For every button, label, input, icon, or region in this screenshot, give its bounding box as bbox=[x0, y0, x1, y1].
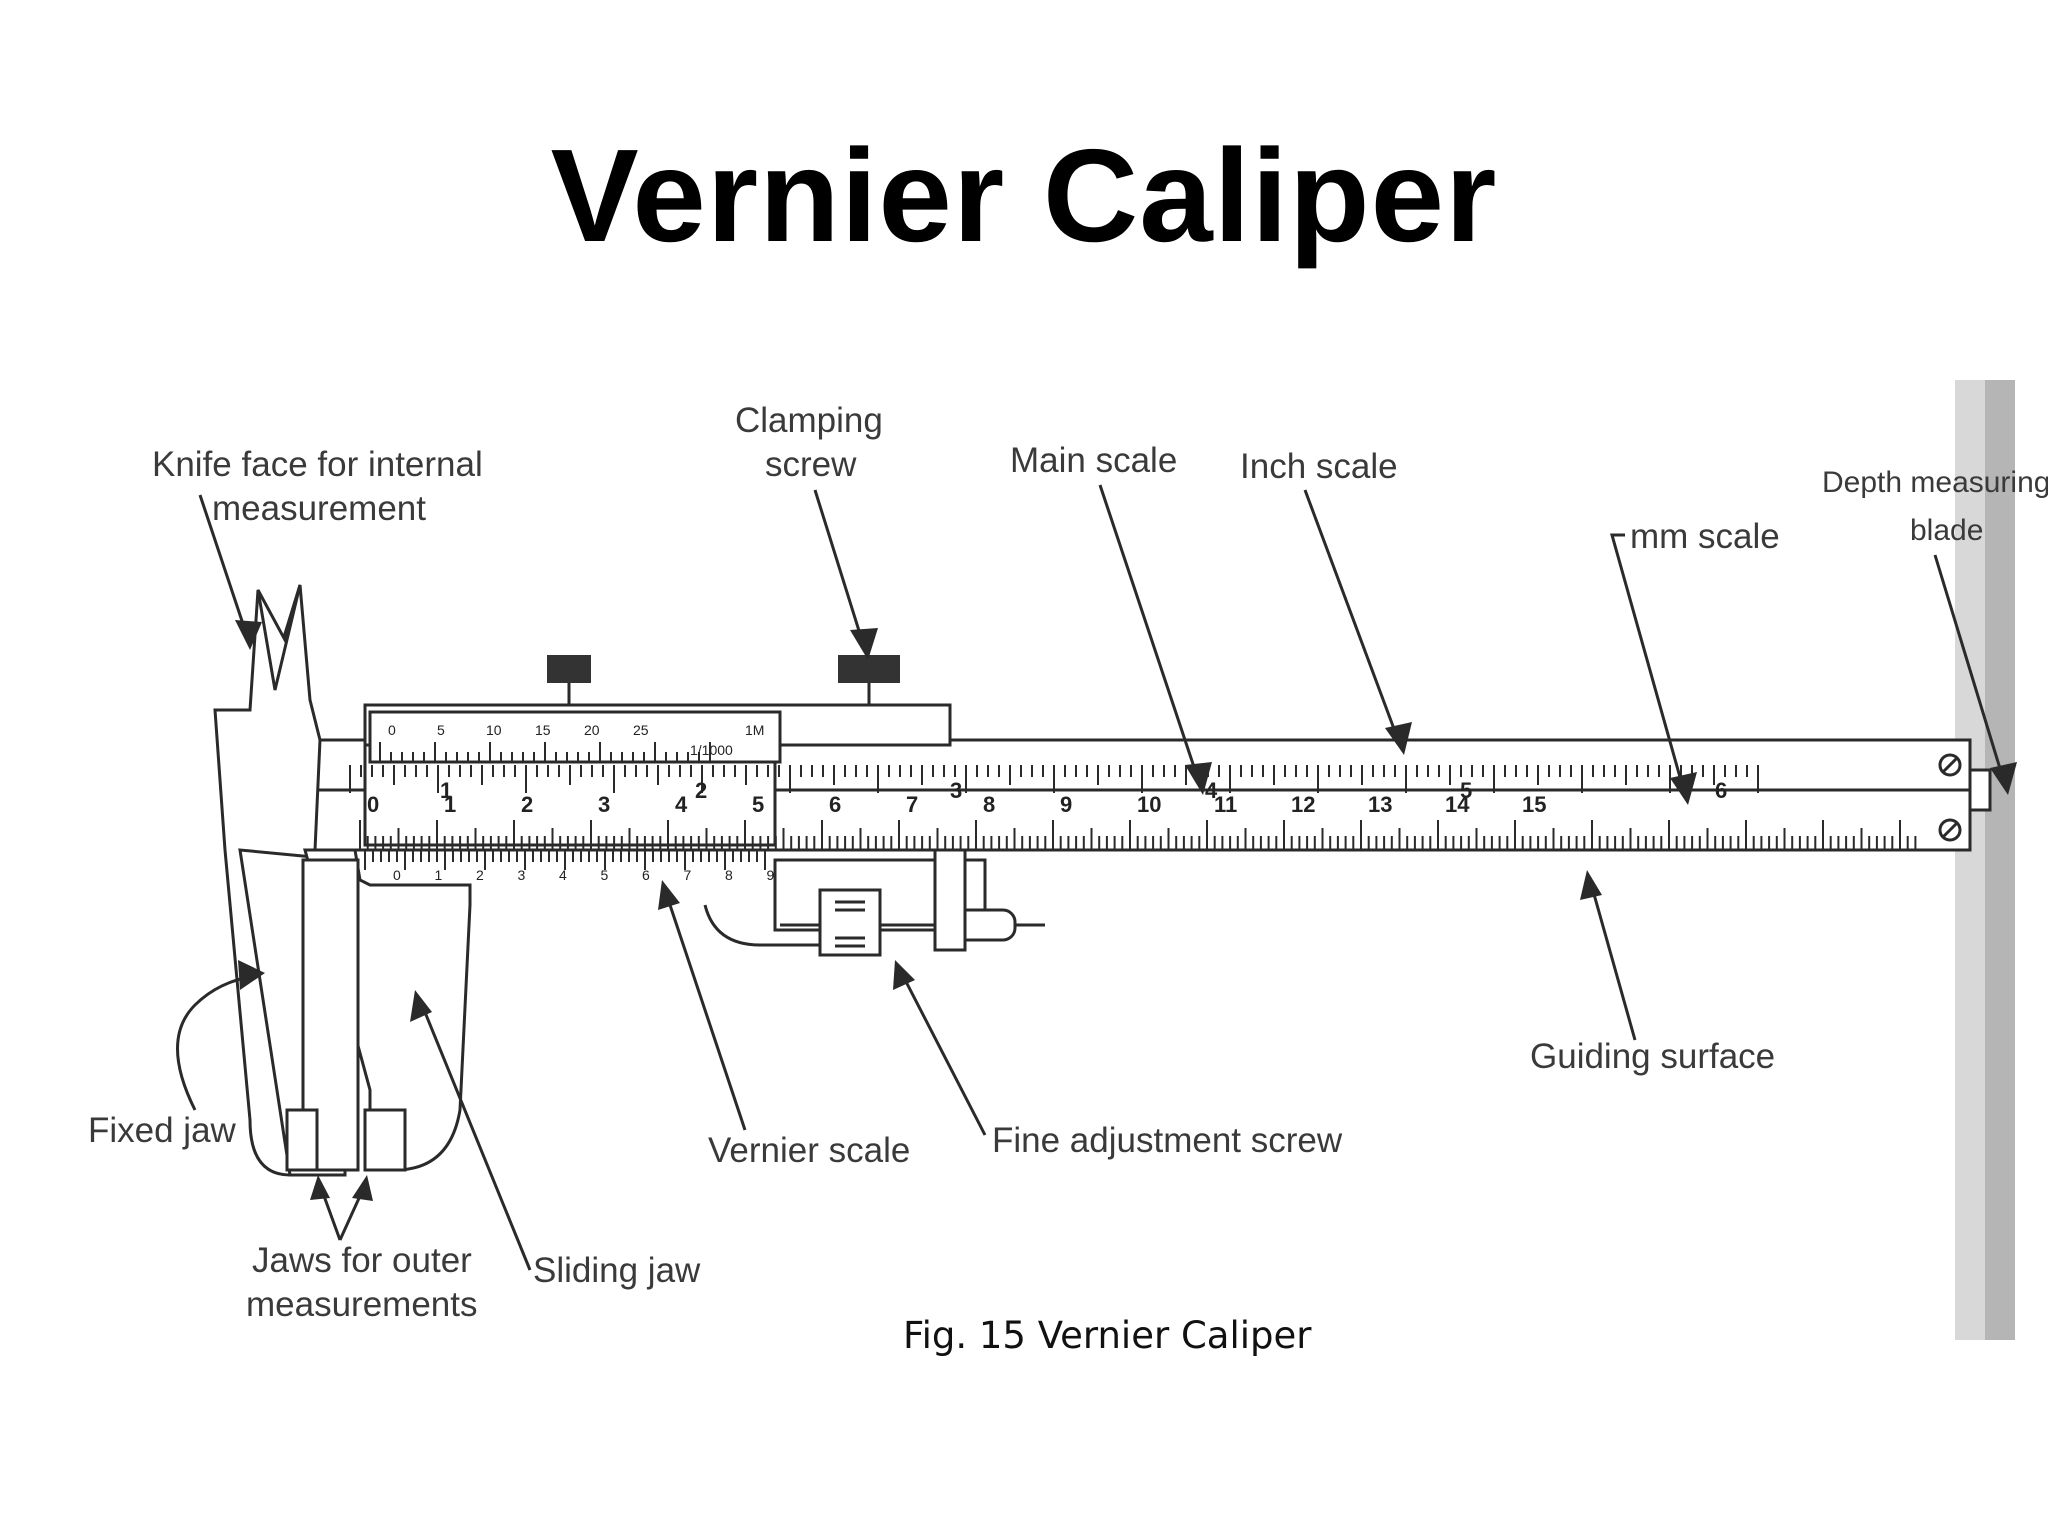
slide-title: Vernier Caliper bbox=[550, 122, 1498, 269]
mm-number-11: 11 bbox=[1214, 792, 1237, 817]
mm-number-12: 12 bbox=[1291, 792, 1315, 817]
inch-number-1: 2 bbox=[695, 778, 707, 803]
clamping-screw-left bbox=[547, 655, 591, 683]
scale-ticks bbox=[349, 742, 1917, 870]
upper-vernier-numbers: 0 5 10 15 20 25 bbox=[388, 722, 649, 738]
label-depth-blade: Depth measuring bbox=[1822, 466, 2048, 499]
label-main-scale: Main scale bbox=[1010, 441, 1177, 480]
mm-number-15: 15 bbox=[1522, 792, 1546, 817]
upper-vernier-number-0: 0 bbox=[388, 722, 396, 738]
lower-vernier-number-7: 7 bbox=[684, 867, 692, 883]
inch-number-5: 6 bbox=[1715, 778, 1727, 803]
upper-vernier-right: 1M bbox=[745, 722, 764, 738]
mm-number-6: 6 bbox=[829, 792, 841, 817]
mm-number-1: 1 bbox=[444, 792, 456, 817]
inch-number-0: 1 bbox=[440, 778, 452, 803]
label-knife-face-2: measurement bbox=[212, 489, 426, 528]
label-knife-face: Knife face for internal bbox=[152, 445, 483, 484]
label-clamping-2: screw bbox=[765, 445, 857, 484]
label-jaws-outer-2: measurements bbox=[246, 1285, 477, 1324]
mm-number-5: 5 bbox=[752, 792, 764, 817]
mm-number-4: 4 bbox=[675, 792, 688, 817]
lower-vernier-number-1: 1 bbox=[435, 867, 443, 883]
mm-number-14: 14 bbox=[1445, 792, 1470, 817]
inch-scale-numbers: 1 2 3 4 5 6 bbox=[440, 778, 1727, 803]
mm-number-9: 9 bbox=[1060, 792, 1072, 817]
lower-vernier-number-3: 3 bbox=[518, 867, 526, 883]
lower-vernier-number-9: 9 bbox=[767, 867, 775, 883]
lower-vernier-number-8: 8 bbox=[725, 867, 733, 883]
upper-vernier-number-1: 5 bbox=[437, 722, 445, 738]
mm-number-0: 0 bbox=[367, 792, 379, 817]
mm-number-2: 2 bbox=[521, 792, 533, 817]
upper-vernier-number-3: 15 bbox=[535, 722, 551, 738]
upper-vernier-number-2: 10 bbox=[486, 722, 502, 738]
clamping-screw-right bbox=[838, 655, 900, 683]
mm-number-13: 13 bbox=[1368, 792, 1392, 817]
upper-vernier-number-5: 25 bbox=[633, 722, 649, 738]
lower-vernier-number-6: 6 bbox=[642, 867, 650, 883]
lower-vernier-number-2: 2 bbox=[476, 867, 484, 883]
inch-number-4: 5 bbox=[1460, 778, 1472, 803]
label-guiding-surface: Guiding surface bbox=[1530, 1037, 1775, 1076]
lower-vernier-numbers: 0 1 2 3 4 5 6 7 8 9 bbox=[393, 867, 775, 883]
figure-caption: Fig. 15 Vernier Caliper bbox=[903, 1314, 1312, 1357]
label-vernier-scale: Vernier scale bbox=[708, 1131, 910, 1170]
leader-arrows bbox=[176, 484, 2017, 1271]
label-fixed-jaw: Fixed jaw bbox=[88, 1111, 237, 1150]
label-jaws-outer: Jaws for outer bbox=[252, 1241, 472, 1280]
label-inch-scale: Inch scale bbox=[1240, 447, 1398, 486]
lower-vernier-number-5: 5 bbox=[601, 867, 609, 883]
upper-vernier-number-4: 20 bbox=[584, 722, 600, 738]
mm-number-3: 3 bbox=[598, 792, 610, 817]
upper-vernier-unit: 1/1000 bbox=[690, 742, 733, 758]
label-sliding-jaw: Sliding jaw bbox=[533, 1251, 701, 1290]
label-clamping: Clamping bbox=[735, 401, 883, 440]
mm-number-10: 10 bbox=[1137, 792, 1161, 817]
inch-number-3: 4 bbox=[1205, 778, 1218, 803]
lower-vernier-number-0: 0 bbox=[393, 867, 401, 883]
mm-number-8: 8 bbox=[983, 792, 995, 817]
label-mm-scale: mm scale bbox=[1630, 517, 1780, 556]
mm-number-7: 7 bbox=[906, 792, 918, 817]
lower-vernier-number-4: 4 bbox=[559, 867, 567, 883]
label-fine-adjustment: Fine adjustment screw bbox=[992, 1121, 1343, 1160]
label-depth-blade-2: blade bbox=[1910, 514, 1983, 547]
inch-number-2: 3 bbox=[950, 778, 962, 803]
